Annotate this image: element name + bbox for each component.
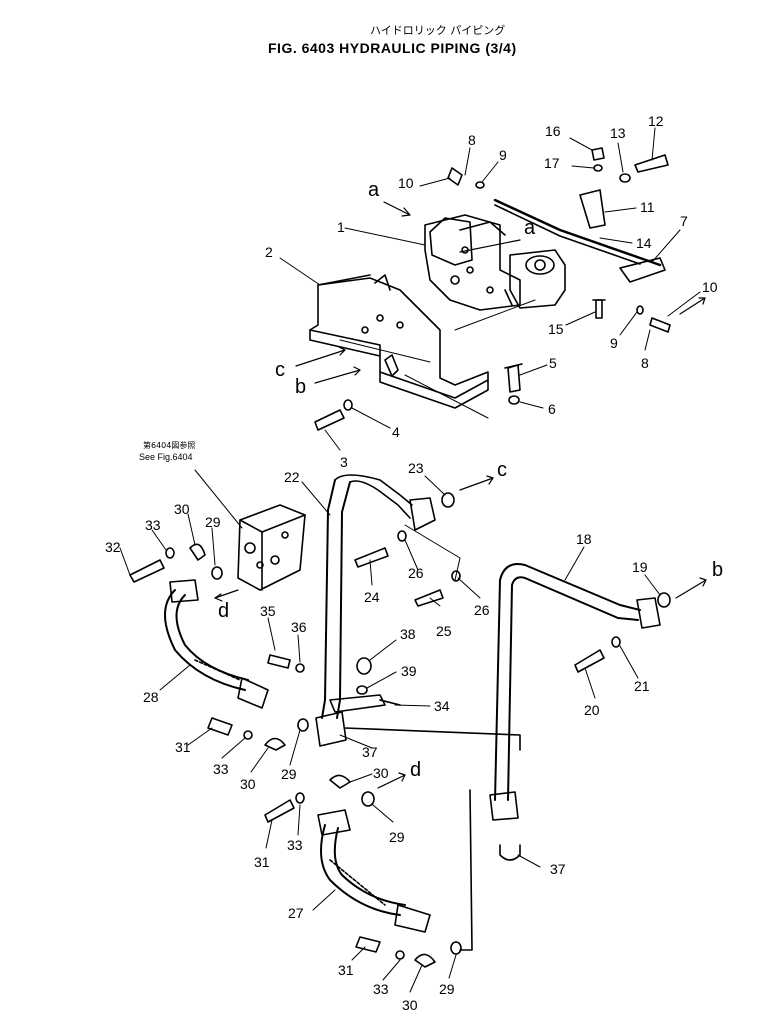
callout-8: 8 (468, 132, 476, 148)
callout-29b: 29 (281, 766, 297, 782)
callout-33: 33 (145, 517, 161, 533)
callout-35: 35 (260, 603, 276, 619)
callout-31: 31 (175, 739, 191, 755)
callout-3: 3 (340, 454, 348, 470)
callout-8b: 8 (641, 355, 649, 371)
callout-34: 34 (434, 698, 450, 714)
callout-5: 5 (549, 355, 557, 371)
callout-12: 12 (648, 113, 664, 129)
connection-label-d-2: d (410, 759, 422, 781)
callout-20: 20 (584, 702, 600, 718)
callout-24: 24 (364, 589, 380, 605)
callout-33d: 33 (373, 981, 389, 997)
connection-label-a-2: a (524, 217, 536, 239)
callout-37: 37 (362, 744, 378, 760)
callout-33b: 33 (213, 761, 229, 777)
callout-28: 28 (143, 689, 159, 705)
leader-lines (119, 127, 701, 993)
callout-14: 14 (636, 235, 652, 251)
callout-30c: 30 (373, 765, 389, 781)
callout-15: 15 (548, 321, 564, 337)
control-valve-assembly (309, 147, 671, 431)
callout-17: 17 (544, 155, 560, 171)
callout-26b: 26 (474, 602, 490, 618)
connection-label-c-2: c (497, 459, 507, 481)
callout-29: 29 (205, 514, 221, 530)
callout-36: 36 (291, 619, 307, 635)
title-japanese: ハイドロリック パイピング (370, 24, 506, 37)
callout-32: 32 (105, 539, 121, 555)
callout-27: 27 (288, 905, 304, 921)
piping-assembly (129, 474, 671, 968)
callout-9b: 9 (610, 335, 618, 351)
callout-10: 10 (398, 175, 414, 191)
callout-29c: 29 (389, 829, 405, 845)
callout-18: 18 (576, 531, 592, 547)
callout-31b: 31 (254, 854, 270, 870)
callout-26: 26 (408, 565, 424, 581)
connection-label-b: b (295, 376, 307, 398)
reference-note-english: See Fig.6404 (139, 452, 193, 462)
figure-title: FIG. 6403 HYDRAULIC PIPING (3/4) (268, 40, 517, 56)
connection-label-d: d (218, 600, 230, 622)
callout-19: 19 (632, 559, 648, 575)
callout-6: 6 (548, 401, 556, 417)
callout-9: 9 (499, 147, 507, 163)
callout-10b: 10 (702, 279, 718, 295)
callout-33c: 33 (287, 837, 303, 853)
callout-1: 1 (337, 219, 345, 235)
connection-label-b-2: b (712, 559, 724, 581)
callout-2: 2 (265, 244, 273, 260)
connection-label-a: a (368, 179, 380, 201)
callout-29d: 29 (439, 981, 455, 997)
callout-21: 21 (634, 678, 650, 694)
callout-37b: 37 (550, 861, 566, 877)
callout-39: 39 (401, 663, 417, 679)
callout-30: 30 (174, 501, 190, 517)
callout-30b: 30 (240, 776, 256, 792)
callout-25: 25 (436, 623, 452, 639)
callout-38: 38 (400, 626, 416, 642)
connection-arrows (214, 201, 707, 789)
reference-note-japanese: 第6404図参照 (143, 441, 196, 450)
callout-22: 22 (284, 469, 300, 485)
callout-4: 4 (392, 424, 400, 440)
callout-11: 11 (640, 199, 655, 215)
callout-7: 7 (680, 213, 688, 229)
callout-13: 13 (610, 125, 626, 141)
callout-30d: 30 (402, 997, 418, 1013)
callout-23: 23 (408, 460, 424, 476)
callout-16: 16 (545, 123, 561, 139)
callout-31c: 31 (338, 962, 354, 978)
connection-label-c: c (275, 359, 285, 381)
